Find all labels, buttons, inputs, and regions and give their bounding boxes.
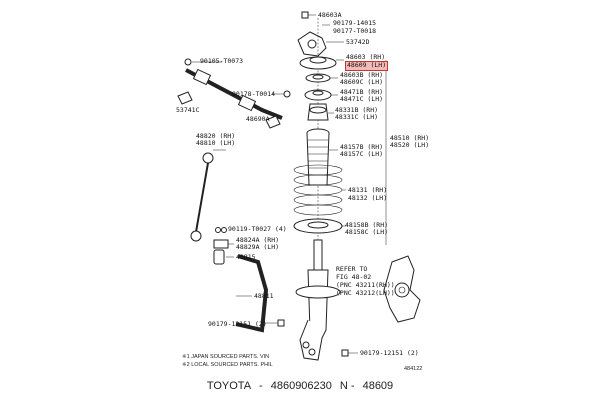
footer-separator: -: [259, 380, 263, 392]
coil-spring-icon: [293, 164, 346, 216]
callout-53741c: 53741C: [176, 106, 200, 114]
upper-support-icon: [299, 56, 344, 70]
part-footer: TOYOTA - 4860906230 N - 48609: [0, 372, 600, 400]
strut-body-icon: [295, 239, 341, 361]
callout-90105-t0073: 90105-T0073: [200, 57, 244, 65]
callout-48603b-rh: 48603B (RH): [340, 71, 384, 79]
callout-48829a-lh: 48829A (LH): [236, 243, 280, 251]
bearing-icon: [305, 73, 338, 83]
footer-brand: TOYOTA: [206, 380, 252, 392]
stabilizer-bar-icon: [177, 58, 291, 129]
callout-48603-rh: 48603 (RH): [346, 53, 386, 61]
callout-48157c-lh: 48157C (LH): [340, 150, 384, 158]
refer-pnc-lh: (PNC 43212(LH)): [336, 289, 395, 297]
callout-90179-12151-left: 90179-12151 (2): [208, 320, 267, 328]
dust-boot-icon: [306, 128, 338, 186]
callout-48131-rh: 48131 (RH): [348, 186, 388, 194]
footnote-japan-sourced: ※1 JAPAN SOURCED PARTS. VIN: [182, 354, 270, 360]
callout-48520-lh: 48520 (LH): [390, 141, 430, 149]
footer-n-value: 48609: [362, 380, 394, 392]
callout-48158b-rh: 48158B (RH): [345, 221, 389, 229]
refer-fig-link[interactable]: FIG 48-02: [336, 273, 372, 281]
callout-48471c-lh: 48471C (LH): [340, 95, 384, 103]
top-nut-icon: [301, 11, 316, 19]
bumper-icon: [307, 103, 334, 121]
callout-48132-lh: 48132 (LH): [348, 194, 388, 202]
callout-48824a-rh: 48824A (RH): [236, 236, 280, 244]
callout-48810-lh: 48810 (LH): [196, 139, 236, 147]
callout-48815: 48815: [236, 253, 256, 261]
callout-53742d: 53742D: [346, 38, 370, 46]
refer-to-label: REFER TO: [336, 265, 368, 273]
callout-48157b-rh: 48157B (RH): [340, 143, 384, 151]
stabilizer-link-icon: [190, 149, 226, 242]
steering-knuckle-icon: [383, 255, 421, 323]
diagram-code: 484122: [404, 366, 423, 372]
callout-48510-rh: 48510 (RH): [390, 134, 430, 142]
lower-stabilizer-bar-icon: [235, 254, 269, 333]
callout-48811: 48811: [254, 292, 274, 300]
callout-48471b-rh: 48471B (RH): [340, 88, 384, 96]
callout-90179-14015: 90179-14015: [333, 19, 377, 27]
callout-90177-t0018: 90177-T0018: [333, 27, 377, 35]
upper-spring-seat-icon: [304, 89, 338, 101]
suspension-exploded-diagram: [177, 11, 421, 361]
callout-48820-rh: 48820 (RH): [196, 132, 236, 140]
callout-48609c-lh: 48609C (LH): [340, 78, 384, 86]
callout-48603a: 48603A: [318, 11, 342, 19]
mount-bracket-icon: [297, 24, 344, 57]
refer-pnc-rh: (PNC 43211(RH)): [336, 281, 395, 289]
footer-part-number: 4860906230: [270, 380, 332, 392]
footer-n-label: N -: [339, 380, 355, 392]
callout-48331b-rh: 48331B (RH): [335, 106, 379, 114]
lower-bolt-icon: [262, 319, 285, 327]
callout-90179-12151-right: 90179-12151 (2): [360, 349, 419, 357]
callout-48690a: 48690A: [246, 115, 270, 123]
callout-48158c-lh: 48158C (LH): [345, 228, 389, 236]
knuckle-bolt-icon: [341, 349, 358, 357]
callout-90178-t0014: 90178-T0014: [232, 90, 276, 98]
stabilizer-bushing-icon: [213, 227, 234, 265]
lower-insulator-icon: [293, 218, 346, 234]
callout-48331c-lh: 48331C (LH): [335, 113, 379, 121]
callout-48609-lh-highlighted[interactable]: 48609 (LH): [345, 61, 389, 71]
footnote-local-sourced: ※2 LOCAL SOURCED PARTS. PHIL: [182, 362, 273, 368]
callout-90119-t0027: 90119-T0027 (4): [228, 225, 287, 233]
